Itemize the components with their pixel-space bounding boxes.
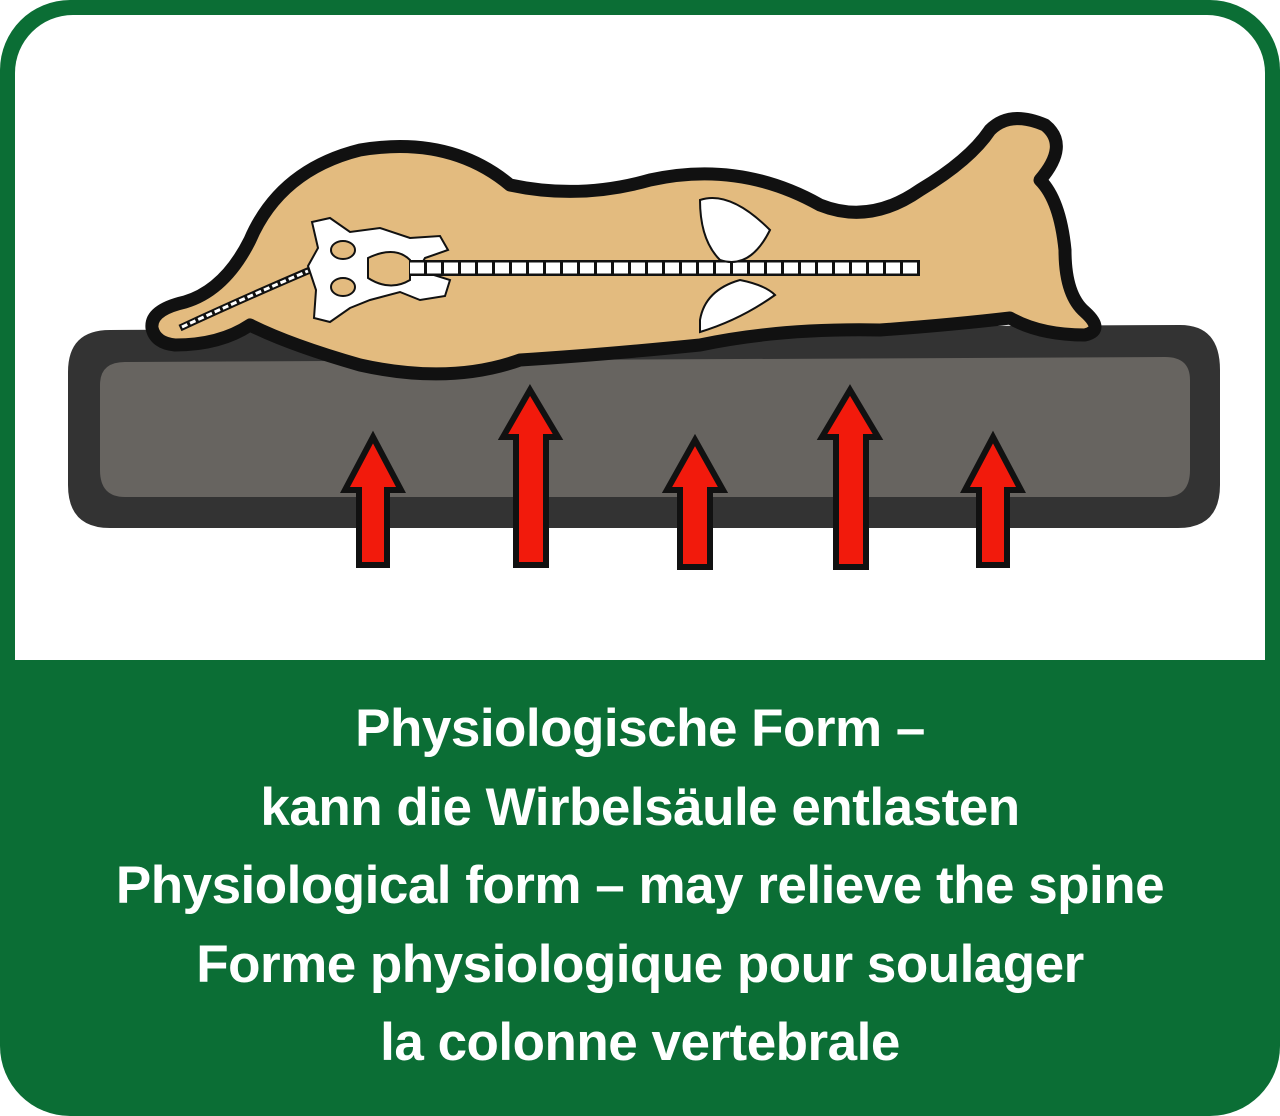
arrow-up-icon [661,433,729,570]
caption: Physiologische Form – kann die Wirbelsäu… [0,690,1280,1083]
arrow-up-icon [497,384,564,568]
caption-line-de-1: Physiologische Form – [355,699,925,758]
arrow-up-icon [816,384,884,570]
spine-icon [178,197,920,334]
caption-line-en: Physiological form – may relieve the spi… [115,856,1165,915]
caption-line-fr-2: la colonne vertebrale [380,1013,900,1072]
support-arrows [340,384,1026,570]
arrow-up-icon [340,430,406,568]
arrow-up-icon [960,430,1026,568]
dog-on-bed-illustration [68,112,1220,570]
caption-line-fr-1: Forme physiologique pour soulager [196,934,1084,994]
dog-body-icon [145,112,1102,381]
caption-line-de-2: kann die Wirbelsäule entlasten [260,777,1020,837]
